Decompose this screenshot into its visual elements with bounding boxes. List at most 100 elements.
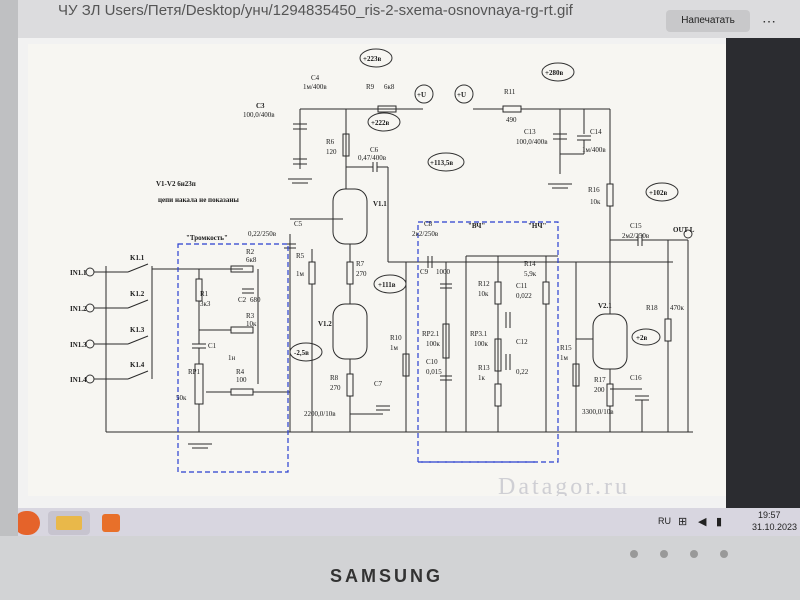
battery-icon[interactable]: ▮ xyxy=(716,516,723,528)
monitor-bezel: SAMSUNG xyxy=(0,536,800,600)
component-label: C6 xyxy=(370,146,379,154)
component-value: 3300,0/10в xyxy=(582,408,614,416)
screen: ЧУ ЗЛ Users/Петя/Desktop/унч/1294835450_… xyxy=(18,0,800,536)
component-value: 0,015 xyxy=(426,368,442,376)
switch-label: K1.4 xyxy=(130,361,145,369)
component-label: C13 xyxy=(524,128,536,136)
switch-label: K1.1 xyxy=(130,254,145,262)
component-label: R9 xyxy=(366,83,375,91)
tube-label: V2.1 xyxy=(598,302,612,310)
clock-time[interactable]: 19:57 xyxy=(758,510,781,520)
component-label: C16 xyxy=(630,374,642,382)
component-value: 2к2/250в xyxy=(412,230,439,238)
component-label: C5 xyxy=(294,220,303,228)
switch-label: K1.3 xyxy=(130,326,145,334)
block-loudness-label: "Тромкость" xyxy=(186,234,228,242)
firefox-icon[interactable] xyxy=(18,511,40,535)
component-value: 50к xyxy=(176,394,187,402)
component-value: 270 xyxy=(330,384,341,392)
component-label: R7 xyxy=(356,260,365,268)
component-label: R2 xyxy=(246,248,255,256)
voltage-label: +2в xyxy=(636,334,647,342)
tube-label: V1.1 xyxy=(373,200,387,208)
monitor-button[interactable] xyxy=(720,550,728,558)
tube-label: V1.2 xyxy=(318,320,332,328)
voltage-label: +223в xyxy=(363,55,381,63)
component-label: C7 xyxy=(374,380,383,388)
component-value: 3к3 xyxy=(200,300,211,308)
component-value: 2м2/250в xyxy=(622,232,650,240)
component-value: 6к8 xyxy=(384,83,395,91)
language-indicator[interactable]: RU xyxy=(658,516,671,526)
voltage-label: +111в xyxy=(378,281,396,289)
component-label: R17 xyxy=(594,376,606,384)
component-label: RP3.1 xyxy=(470,330,488,338)
component-label: R3 xyxy=(246,312,255,320)
block-hf-label: "ВЧ" xyxy=(468,222,485,230)
component-value: 0,22 xyxy=(516,368,529,376)
component-value: 100к xyxy=(474,340,489,348)
component-label: C8 xyxy=(424,220,433,228)
component-label: R11 xyxy=(504,88,516,96)
tube-note: V1-V2 6н23п xyxy=(156,180,196,188)
voltage-label: +222в xyxy=(371,119,389,127)
component-label: R18 xyxy=(646,304,658,312)
component-value: 1н xyxy=(228,354,236,362)
volume-icon[interactable]: ◀ xyxy=(698,516,707,528)
plus-u-label: +U xyxy=(417,91,426,99)
network-icon[interactable]: ⊞ xyxy=(678,516,688,528)
address-bar[interactable]: ЧУ ЗЛ Users/Петя/Desktop/унч/1294835450_… xyxy=(18,0,800,38)
component-label: C9 xyxy=(420,268,429,276)
component-value: 1к xyxy=(478,374,486,382)
component-label: R6 xyxy=(326,138,335,146)
print-button[interactable]: Напечатать xyxy=(666,10,750,32)
component-label: R10 xyxy=(390,334,402,342)
component-label: R12 xyxy=(478,280,490,288)
voltage-label: +280в xyxy=(545,69,563,77)
heater-note: цепи накала не показаны xyxy=(158,196,239,204)
taskbar: RU ⊞ ◀ ▮ 19:57 31.10.2023 xyxy=(18,508,800,536)
component-value: 270 xyxy=(356,270,367,278)
component-value: 0,22/250в xyxy=(248,230,277,238)
plus-u-label: +U xyxy=(457,91,466,99)
component-label: C11 xyxy=(516,282,528,290)
component-value: 5,9к xyxy=(524,270,537,278)
monitor-button[interactable] xyxy=(660,550,668,558)
switch-label: K1.2 xyxy=(130,290,145,298)
media-player-icon[interactable] xyxy=(98,511,124,535)
watermark: Datagor.ru xyxy=(498,474,630,496)
component-value: 100 xyxy=(236,376,247,384)
file-explorer-icon[interactable] xyxy=(48,511,90,535)
block-lf-label: "НЧ" xyxy=(528,222,546,230)
component-value: 1000 xyxy=(436,268,451,276)
monitor-button[interactable] xyxy=(690,550,698,558)
url-text[interactable]: ЧУ ЗЛ Users/Петя/Desktop/унч/1294835450_… xyxy=(58,2,573,19)
output-label: OUT L xyxy=(673,226,695,234)
component-value: 200 xyxy=(594,386,605,394)
component-label: RP1 xyxy=(188,368,201,376)
component-label: R8 xyxy=(330,374,339,382)
component-value: 120 xyxy=(326,148,337,156)
image-viewer: V1-V2 6н23п цепи накала не показаны "Тро… xyxy=(18,38,800,508)
voltage-label: +102в xyxy=(649,189,667,197)
component-label: C1 xyxy=(208,342,217,350)
component-label: R14 xyxy=(524,260,536,268)
play-icon xyxy=(102,514,120,532)
more-options-icon[interactable]: ⋯ xyxy=(762,13,776,29)
component-label: R4 xyxy=(236,368,245,376)
monitor-bezel-left xyxy=(0,0,18,536)
monitor-button[interactable] xyxy=(630,550,638,558)
component-value: 1м xyxy=(560,354,569,362)
component-value: 10к xyxy=(246,320,257,328)
component-label: C2 xyxy=(238,296,247,304)
component-value: 6к8 xyxy=(246,256,257,264)
component-label: R15 xyxy=(560,344,572,352)
voltage-label: -2,5в xyxy=(294,349,309,357)
component-value: 1м/400в xyxy=(303,83,327,91)
component-label: R5 xyxy=(296,252,305,260)
component-label: R13 xyxy=(478,364,490,372)
clock-date[interactable]: 31.10.2023 xyxy=(752,522,798,532)
component-value: 680 xyxy=(250,296,261,304)
schematic-image: V1-V2 6н23п цепи накала не показаны "Тро… xyxy=(28,44,728,500)
component-value: 100к xyxy=(426,340,441,348)
